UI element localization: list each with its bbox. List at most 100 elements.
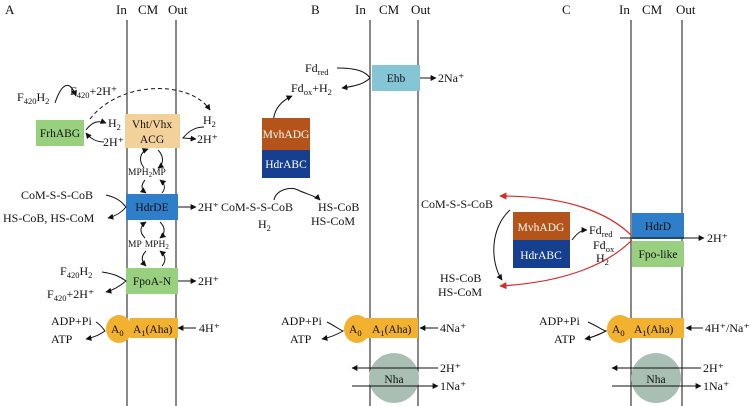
- panel-c-hdrd-box: [632, 213, 684, 239]
- panel-c: C In CM Out CoM-S-S-CoB HS-CoB HS-CoM Mv…: [421, 2, 750, 406]
- panel-a-2h-out1: 2H⁺: [197, 132, 218, 146]
- panel-b-letter: B: [311, 2, 320, 17]
- panel-a-f420-2h-b: F420+2H⁺: [47, 287, 94, 303]
- panel-c-nha-2h: 2H⁺: [703, 361, 724, 375]
- panel-a-f420-arrow: [54, 85, 77, 104]
- panel-c-nha-label: Nha: [646, 374, 665, 386]
- panel-a-hdrde-label: HdrDE: [135, 202, 168, 214]
- panel-c-fpolike-label: Fpo-like: [639, 249, 678, 261]
- panel-c-a0: A0: [612, 324, 625, 338]
- panel-a-a1-box: [130, 318, 178, 338]
- panel-a-mp-bot-arrow4: [159, 250, 167, 267]
- panel-a-2h-out2: 2H⁺: [198, 200, 219, 214]
- panel-a-mp-bot-arrow3: [140, 250, 147, 267]
- panel-c-mvhadg-box: [513, 212, 570, 240]
- panel-a-mp-top-arrow4: [159, 179, 167, 194]
- panel-b: B In CM Out Fdred Fdox+H2 Ehb 2Na⁺ MvhAD…: [221, 2, 466, 406]
- panel-a-fpoa-box: [126, 268, 178, 294]
- panel-a-frh-h2-arrow: [85, 118, 107, 131]
- panel-a-h2-dashed-arrow: [89, 88, 211, 120]
- panel-c-fdox: Fdox: [593, 238, 615, 254]
- panel-a-fpoa-in-arrow: [101, 271, 127, 294]
- panel-b-hdrabc-box: [262, 150, 310, 178]
- panel-c-nha-1na: 1Na⁺: [703, 379, 729, 393]
- panel-a-fpoa-label: FpoA-N: [133, 276, 172, 288]
- panel-c-hdrabc-label: HdrABC: [520, 250, 562, 262]
- panel-a-out-label: Out: [168, 2, 188, 17]
- panel-a-a0-circle: [106, 315, 132, 343]
- panel-a-mph2-top: MPH2MP: [128, 168, 166, 179]
- panel-c-4h: 4H⁺/Na⁺: [705, 321, 750, 335]
- panel-a: A In CM Out F420H2 F420+2H⁺ FrhABG H2 2H…: [3, 2, 220, 406]
- panel-b-h2: H2: [258, 217, 271, 233]
- panel-b-comscob: CoM-S-S-CoB: [221, 200, 293, 214]
- panel-a-mp-top-arrow1: [140, 148, 149, 169]
- panel-a-f420h2: F420H2: [17, 90, 49, 106]
- panel-a-2h-out3: 2H⁺: [198, 274, 219, 288]
- panel-b-a0: A0: [349, 324, 362, 338]
- panel-c-out-label: Out: [676, 2, 696, 17]
- panel-a-f420h2-b: F420H2: [60, 264, 92, 280]
- panel-c-in-label: In: [619, 2, 630, 17]
- panel-b-hscob: HS-CoB: [318, 200, 359, 214]
- panel-b-hdr-arrow: [273, 187, 321, 201]
- panel-c-hdrabc-box: [513, 240, 570, 268]
- panel-c-red-arrow-bottom: [499, 239, 633, 290]
- panel-b-adp: ADP+Pi: [281, 314, 322, 328]
- panel-c-fdred: Fdred: [589, 223, 613, 239]
- panel-c-hscob: HS-CoB: [440, 271, 481, 285]
- panel-c-h2: H2: [596, 251, 609, 267]
- panel-a-mp-top-arrow2: [157, 149, 165, 169]
- panel-b-ehb-label: Ehb: [387, 73, 406, 85]
- panel-c-red-arrow-top: [499, 192, 633, 237]
- panel-a-mp-bot-arrow2: [159, 221, 167, 239]
- panel-b-a0-circle: [344, 315, 370, 343]
- panel-a-h2-in: H2: [108, 116, 121, 132]
- panel-a-adp: ADP+Pi: [51, 314, 92, 328]
- panel-a-mp-top-arrow3: [139, 179, 147, 194]
- panel-b-nha-label: Nha: [384, 374, 403, 386]
- panel-c-a1: A1(Aha): [634, 324, 674, 338]
- panel-a-2h-in: 2H⁺: [103, 135, 124, 149]
- panel-b-ehb-box: [372, 65, 420, 91]
- panel-a-cm-label: CM: [138, 2, 159, 17]
- panel-c-nha-circle: [631, 353, 681, 403]
- panel-c-a1-box: [621, 318, 684, 338]
- panel-a-h2-out: H2: [203, 113, 216, 129]
- panel-a-hscob: HS-CoB, HS-CoM: [3, 211, 95, 225]
- panel-b-mvhadg-box: [262, 118, 310, 150]
- panel-b-nha-2h: 2H⁺: [440, 361, 461, 375]
- panel-a-mp-bot-arrow1: [139, 221, 147, 239]
- panel-c-comscob: CoM-S-S-CoB: [421, 197, 493, 211]
- panel-b-fdred: Fdred: [305, 61, 329, 77]
- panel-b-atp: ATP: [290, 332, 312, 346]
- panel-a-atp: ATP: [51, 332, 73, 346]
- panel-c-atp-arrow: [584, 321, 608, 341]
- panel-b-2na: 2Na⁺: [438, 71, 464, 85]
- panel-b-cm-label: CM: [379, 2, 400, 17]
- panel-b-a1: A1(Aha): [372, 324, 412, 338]
- panel-a-frh-2h-arrow: [85, 132, 105, 143]
- panel-a-hdrde-box: [126, 194, 178, 220]
- panel-c-hdr-arrow: [493, 209, 511, 281]
- panel-c-hdrd-label: HdrD: [645, 221, 671, 233]
- panel-c-mvhadg-label: MvhADG: [518, 222, 565, 234]
- panel-c-fd-arrow: [571, 227, 588, 241]
- panel-a-vht-line1: Vht/Vhx: [132, 119, 173, 131]
- panel-b-hdrabc-label: HdrABC: [265, 159, 307, 171]
- panel-a-atp-arrow: [85, 321, 106, 341]
- panel-c-cm-label: CM: [642, 2, 663, 17]
- panel-a-hdrde-in-arrow: [105, 194, 127, 220]
- panel-b-nha-1na: 1Na⁺: [440, 379, 466, 393]
- panel-b-ehb-in-arrow: [336, 67, 371, 91]
- panel-b-nha-circle: [369, 353, 419, 403]
- panel-c-letter: C: [562, 2, 571, 17]
- panel-a-comscob: CoM-S-S-CoB: [21, 188, 93, 202]
- panel-a-letter: A: [5, 2, 15, 17]
- panel-a-frh-label: FrhABG: [40, 128, 80, 140]
- panel-c-hscom: HS-CoM: [438, 285, 482, 299]
- panel-c-a0-circle: [607, 315, 633, 343]
- panel-a-vht-box: [125, 114, 180, 148]
- panel-c-atp: ATP: [554, 332, 576, 346]
